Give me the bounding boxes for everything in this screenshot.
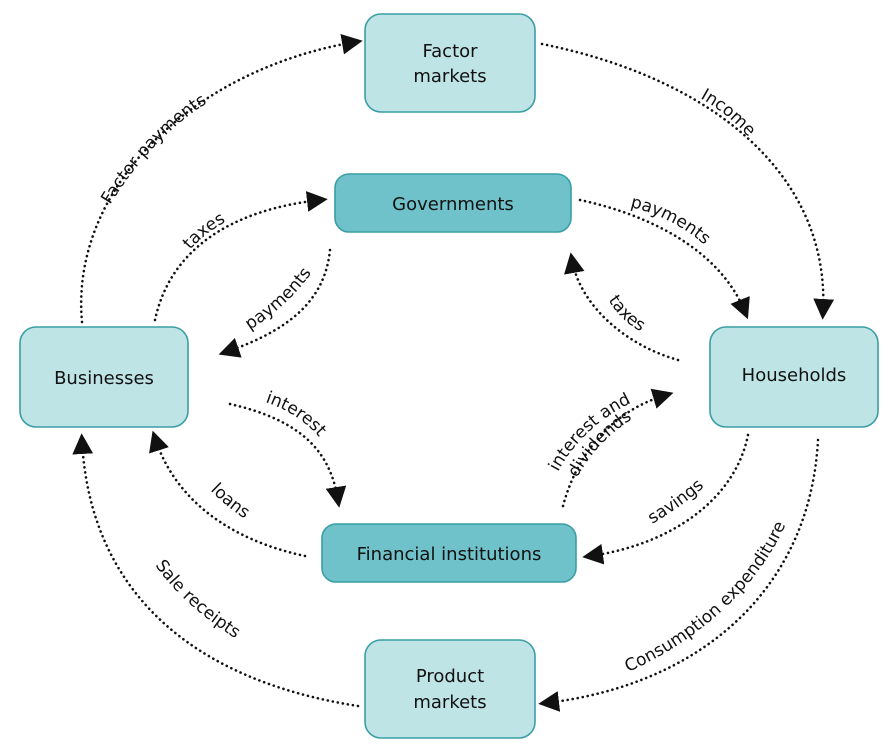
label-payments-households: payments [629,192,715,249]
label-interest: interest [263,388,330,441]
node-financial-institutions: Financial institutions [321,523,577,583]
label-sale-receipts: Sale receipts [151,556,244,643]
label-savings: savings [644,475,707,528]
flow-interest-arrow [228,402,347,508]
flow-savings-arrow [582,433,750,565]
label-factor-payments: Factor payments [97,90,210,207]
flow-payments-business-arrow [218,248,332,358]
flow-factor-payments-arrow [79,33,363,324]
flow-taxes-households-arrow [564,252,680,362]
flow-income-arrow [540,42,835,320]
node-factor-markets-line1: Factor [422,41,478,62]
label-taxes-business: taxes [179,209,228,254]
label-loans: loans [207,479,254,523]
flow-payments-households-arrow [578,198,750,320]
node-households-label: Households [742,365,847,386]
node-factor-markets: Factor markets [364,13,536,113]
node-businesses-label: Businesses [54,368,154,389]
node-product-markets-line1: Product [416,666,484,687]
node-factor-markets-line2: markets [413,66,486,87]
node-product-markets: Product markets [364,639,536,739]
node-households: Households [709,326,879,428]
node-businesses: Businesses [19,326,189,428]
node-financial-institutions-label: Financial institutions [357,544,542,565]
node-governments: Governments [334,173,572,233]
flow-taxes-business-arrow [153,191,328,322]
flow-sale-receipts-arrow [72,433,360,708]
node-product-markets-line2: markets [413,692,486,713]
flow-interest-dividends-arrow [561,388,674,508]
node-governments-label: Governments [392,194,514,215]
label-payments-business: payments [241,264,315,335]
flow-consumption-expenditure-arrow [538,438,820,712]
label-taxes-households: taxes [604,292,649,336]
label-income: Income [698,85,760,140]
